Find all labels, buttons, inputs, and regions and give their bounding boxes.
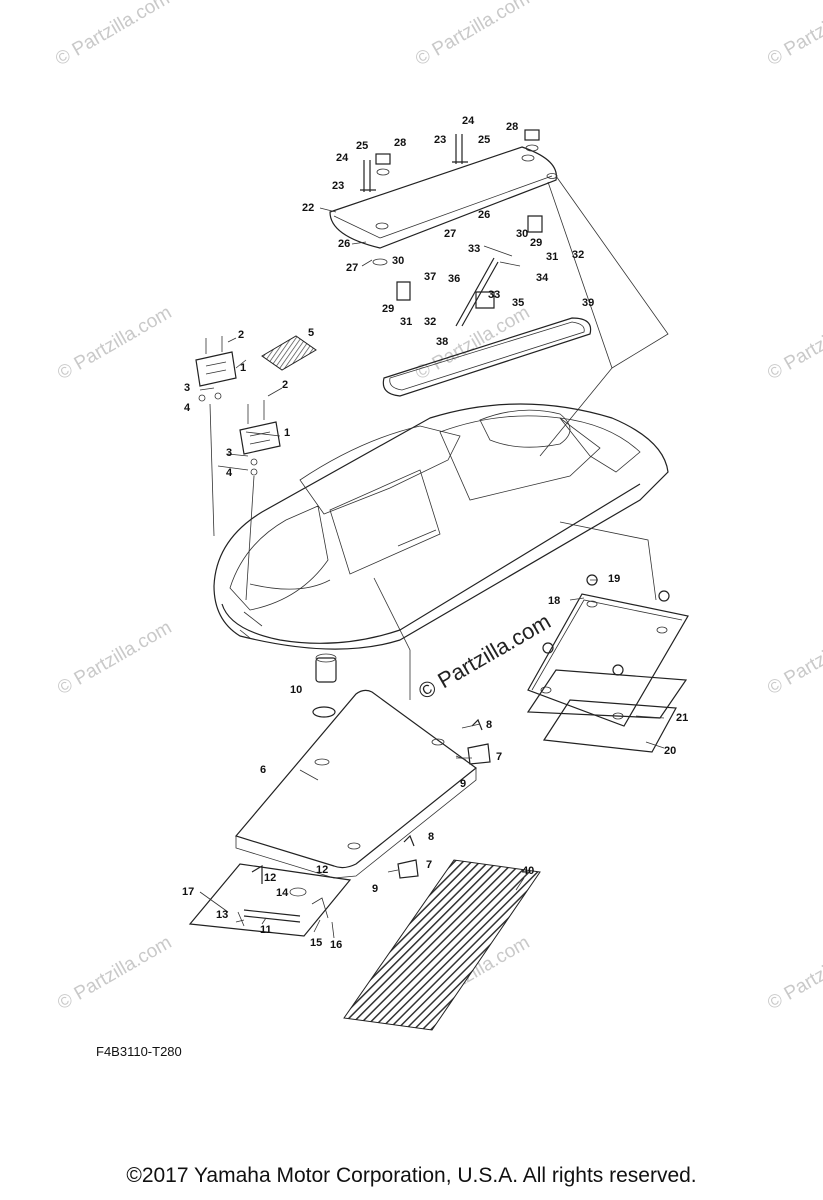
callout-1: 1 bbox=[284, 427, 290, 439]
callout-5: 5 bbox=[308, 327, 314, 339]
watermark-text: © Partzilla.com bbox=[412, 0, 533, 70]
callout-3: 3 bbox=[184, 382, 190, 394]
copyright-notice: ©2017 Yamaha Motor Corporation, U.S.A. A… bbox=[126, 1164, 697, 1187]
callout-39: 39 bbox=[582, 297, 594, 309]
watermark-layer: © Partzilla.com © Partzilla.com © Partzi… bbox=[52, 0, 823, 1014]
callout-12: 12 bbox=[316, 864, 328, 876]
part-hatch-lid-right bbox=[527, 574, 689, 727]
callout-16: 16 bbox=[330, 939, 342, 951]
callout-22: 22 bbox=[302, 202, 314, 214]
callout-17: 17 bbox=[182, 886, 194, 898]
callout-25: 25 bbox=[478, 134, 490, 146]
callout-7: 7 bbox=[426, 859, 432, 871]
callout-8: 8 bbox=[428, 831, 434, 843]
callout-30: 30 bbox=[516, 228, 528, 240]
diagram-reference-code: F4B3110-T280 bbox=[96, 1044, 182, 1059]
callout-labels: 1 1 2 2 3 3 4 4 5 6 7 7 8 8 9 9 10 11 12… bbox=[182, 115, 688, 951]
callout-24: 24 bbox=[462, 115, 475, 127]
part-deck-pad-mat bbox=[261, 335, 317, 371]
part-cup-holder-top bbox=[375, 129, 540, 176]
callout-18: 18 bbox=[548, 595, 560, 607]
callout-35: 35 bbox=[512, 297, 524, 309]
callout-21: 21 bbox=[676, 712, 688, 724]
callout-9: 9 bbox=[372, 883, 378, 895]
callout-26: 26 bbox=[478, 209, 490, 221]
callout-19: 19 bbox=[608, 573, 620, 585]
callout-40: 40 bbox=[522, 865, 534, 877]
watermark-text: © Partzilla.com bbox=[764, 0, 823, 70]
part-latch-brackets bbox=[396, 215, 543, 309]
part-gas-strut bbox=[455, 257, 499, 327]
part-hatch-gasket-21 bbox=[526, 669, 688, 719]
callout-32: 32 bbox=[424, 316, 436, 328]
callout-10: 10 bbox=[290, 684, 302, 696]
watermark-text: © Partzilla.com bbox=[764, 932, 823, 1014]
callout-37: 37 bbox=[424, 271, 436, 283]
callout-33: 33 bbox=[468, 243, 480, 255]
callout-2: 2 bbox=[238, 329, 244, 341]
callout-38: 38 bbox=[436, 336, 448, 348]
callout-30: 30 bbox=[392, 255, 404, 267]
callout-31: 31 bbox=[400, 316, 412, 328]
callout-13: 13 bbox=[216, 909, 228, 921]
callout-1: 1 bbox=[240, 362, 246, 374]
watermark-text: © Partzilla.com bbox=[54, 617, 175, 699]
callout-4: 4 bbox=[184, 402, 191, 414]
part-strut-assembly-11 bbox=[237, 864, 329, 927]
callout-27: 27 bbox=[444, 228, 456, 240]
watermark-text: © Partzilla.com bbox=[764, 302, 823, 384]
callout-11: 11 bbox=[260, 924, 272, 936]
part-cleat-upper bbox=[195, 336, 237, 402]
callout-23: 23 bbox=[332, 180, 344, 192]
callout-14: 14 bbox=[276, 887, 289, 899]
callout-34: 34 bbox=[536, 272, 549, 284]
callout-26: 26 bbox=[338, 238, 350, 250]
callout-23: 23 bbox=[434, 134, 446, 146]
callout-36: 36 bbox=[448, 273, 460, 285]
callout-25: 25 bbox=[356, 140, 368, 152]
callout-31: 31 bbox=[546, 251, 558, 263]
callout-8: 8 bbox=[486, 719, 492, 731]
part-hatch-gasket-20 bbox=[542, 699, 677, 753]
callout-20: 20 bbox=[664, 745, 676, 757]
callout-24: 24 bbox=[336, 152, 349, 164]
part-cleat-lower bbox=[239, 400, 281, 476]
callout-28: 28 bbox=[394, 137, 406, 149]
part-latches-7-8-9 bbox=[387, 718, 491, 879]
watermark-text: © Partzilla.com bbox=[54, 932, 175, 1014]
callout-2: 2 bbox=[282, 379, 288, 391]
part-cup-holder-10 bbox=[312, 653, 337, 718]
callout-27: 27 bbox=[346, 262, 358, 274]
watermark-text: © Partzilla.com bbox=[764, 617, 823, 699]
part-rear-deck-lid bbox=[329, 146, 558, 266]
part-lid-seal-17 bbox=[188, 863, 352, 937]
part-boat-hull bbox=[213, 403, 669, 650]
callout-29: 29 bbox=[530, 237, 542, 249]
part-floor-mat-40 bbox=[343, 859, 541, 1031]
leader-lines bbox=[199, 175, 669, 939]
callout-12: 12 bbox=[264, 872, 276, 884]
callout-15: 15 bbox=[310, 937, 322, 949]
callout-4: 4 bbox=[226, 467, 233, 479]
watermark-main: © Partzilla.com bbox=[414, 609, 555, 705]
part-hinge-top bbox=[360, 134, 468, 192]
callout-3: 3 bbox=[226, 447, 232, 459]
callout-6: 6 bbox=[260, 764, 266, 776]
part-seat-lid-6 bbox=[234, 689, 477, 879]
callout-28: 28 bbox=[506, 121, 518, 133]
callout-32: 32 bbox=[572, 249, 584, 261]
callout-7: 7 bbox=[496, 751, 502, 763]
watermark-text: © Partzilla.com bbox=[54, 302, 175, 384]
part-lid-seal bbox=[382, 317, 592, 397]
callout-33: 33 bbox=[488, 289, 500, 301]
callout-9: 9 bbox=[460, 778, 466, 790]
callout-29: 29 bbox=[382, 303, 394, 315]
watermark-text: © Partzilla.com bbox=[52, 0, 173, 70]
